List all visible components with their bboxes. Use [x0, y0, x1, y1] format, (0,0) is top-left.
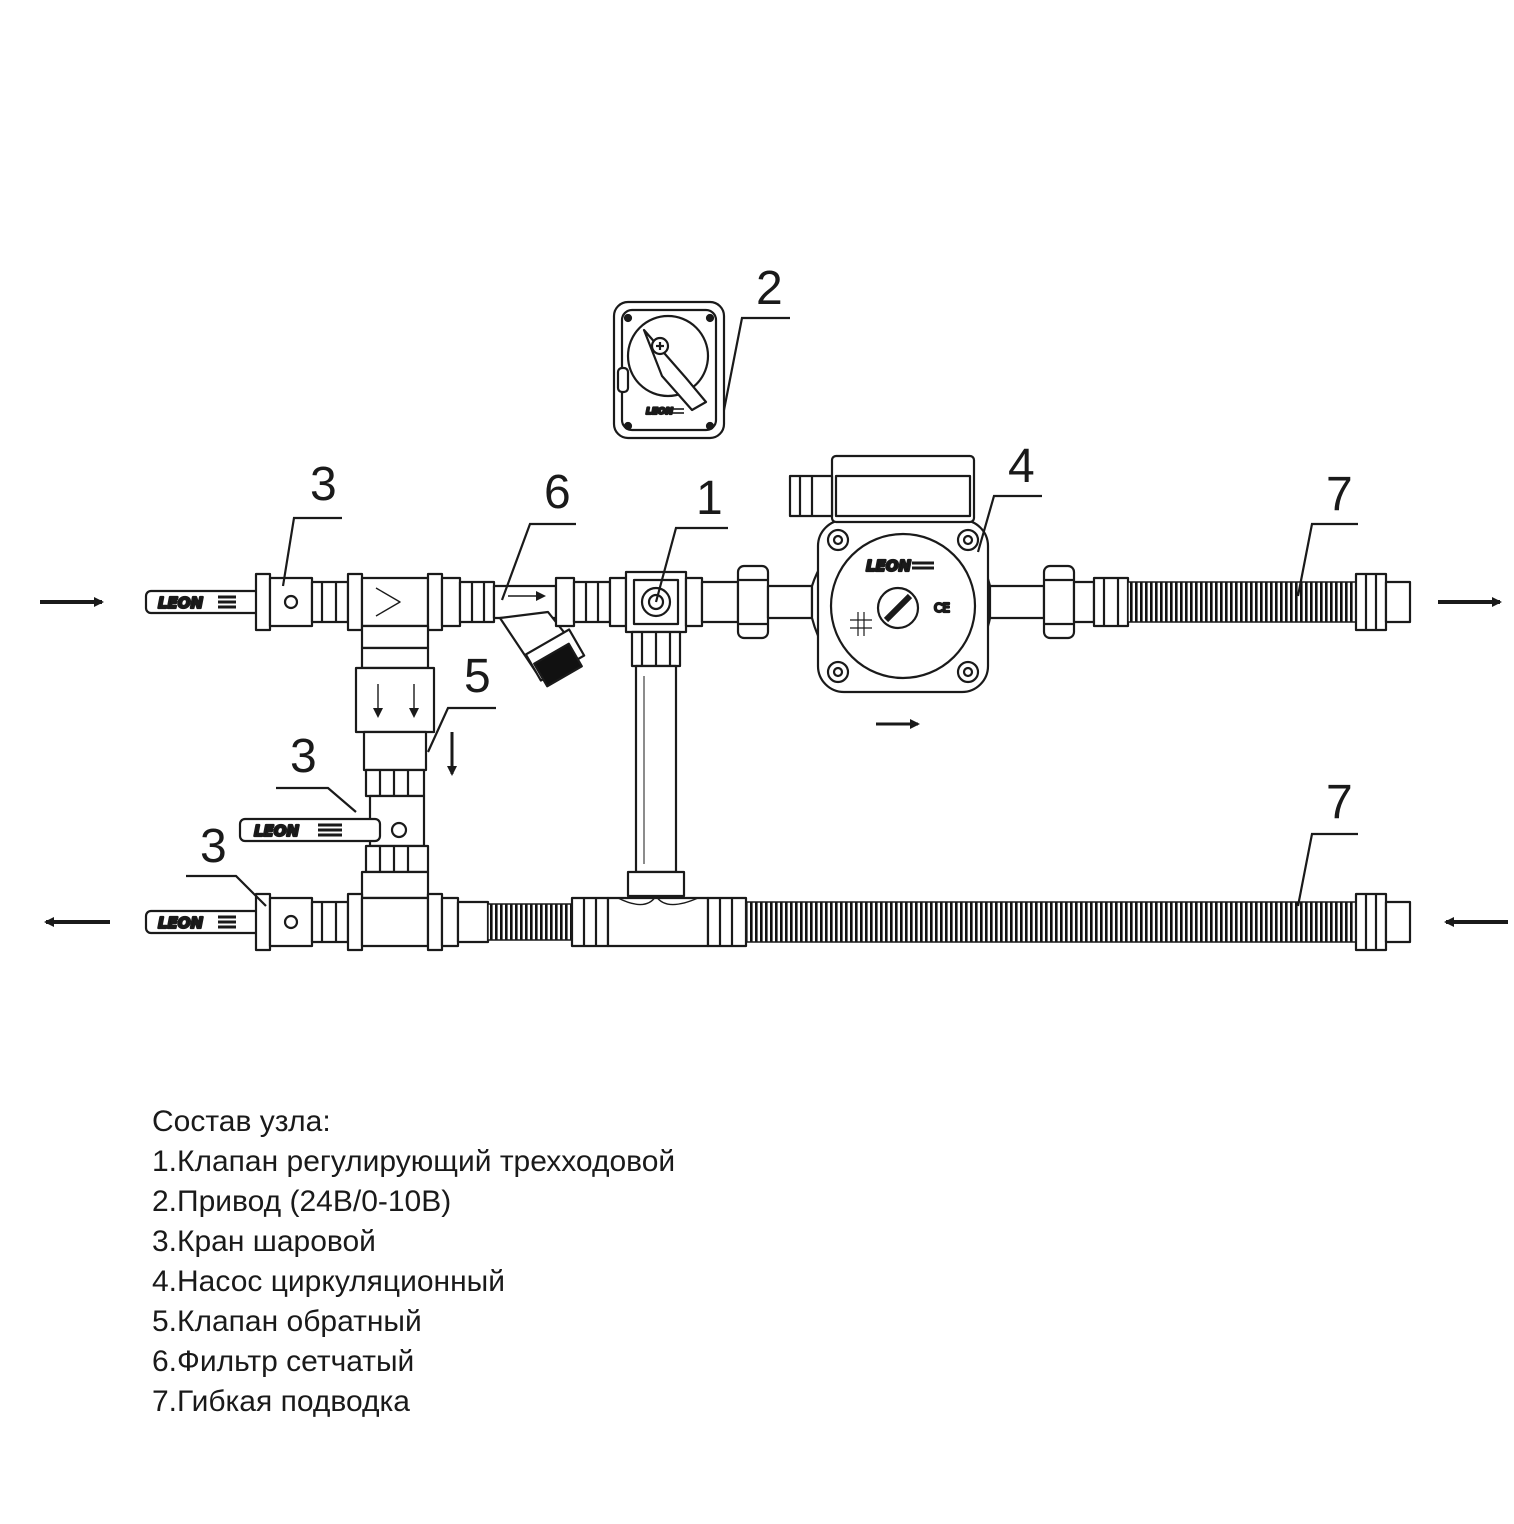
- legend-item: 6.Фильтр сетчатый: [152, 1345, 415, 1378]
- flex-hose-bottom: [745, 901, 1357, 943]
- mixing-pipe: [634, 664, 678, 874]
- actuator-logo: LEON: [646, 407, 674, 417]
- pump-logo: LEON: [866, 557, 912, 575]
- callout-3-middle: 3: [290, 730, 317, 783]
- flex-hose-short: [487, 903, 573, 941]
- legend-item: 4.Насос циркуляционный: [152, 1265, 505, 1298]
- legend-item: 2.Привод (24В/0-10В): [152, 1185, 452, 1218]
- return-line: LEON: [144, 870, 1412, 952]
- strainer: [492, 584, 586, 688]
- callout-4: 4: [1008, 440, 1035, 493]
- flex-hose-top: [1127, 581, 1357, 623]
- callout-1: 1: [696, 472, 723, 525]
- valve-logo: LEON: [158, 594, 204, 612]
- callout-3-top: 3: [310, 458, 337, 511]
- leader-lines: [186, 316, 1358, 907]
- tee-top-left: [346, 572, 444, 650]
- mixing-unit-diagram: LEON: [40, 262, 1508, 952]
- callout-6: 6: [544, 466, 571, 519]
- callout-5: 5: [464, 650, 491, 703]
- legend-title: Состав узла:: [152, 1105, 331, 1138]
- three-way-valve: [624, 570, 688, 668]
- legend-item: 5.Клапан обратный: [152, 1305, 422, 1338]
- check-valve-branch: LEON: [238, 646, 436, 874]
- composition-legend: Состав узла: 1.Клапан регулирующий трехх…: [152, 1102, 952, 1422]
- ce-mark: CE: [934, 601, 950, 615]
- actuator: LEON: [612, 300, 726, 440]
- valve-logo-middle: LEON: [254, 822, 300, 840]
- callout-7-top: 7: [1326, 468, 1353, 521]
- valve-logo-bottom: LEON: [158, 914, 204, 932]
- callout-3-bottom: 3: [200, 820, 227, 873]
- circulation-pump: LEON CE: [788, 454, 992, 694]
- legend-item: 3.Кран шаровой: [152, 1225, 376, 1258]
- legend-item: 7.Гибкая подводка: [152, 1385, 410, 1418]
- ball-valve-top: LEON: [144, 572, 350, 632]
- supply-line: LEON: [144, 454, 1412, 694]
- callout-2: 2: [756, 262, 783, 315]
- legend-item: 1.Клапан регулирующий трехходовой: [152, 1145, 676, 1178]
- callout-7-bottom: 7: [1326, 776, 1353, 829]
